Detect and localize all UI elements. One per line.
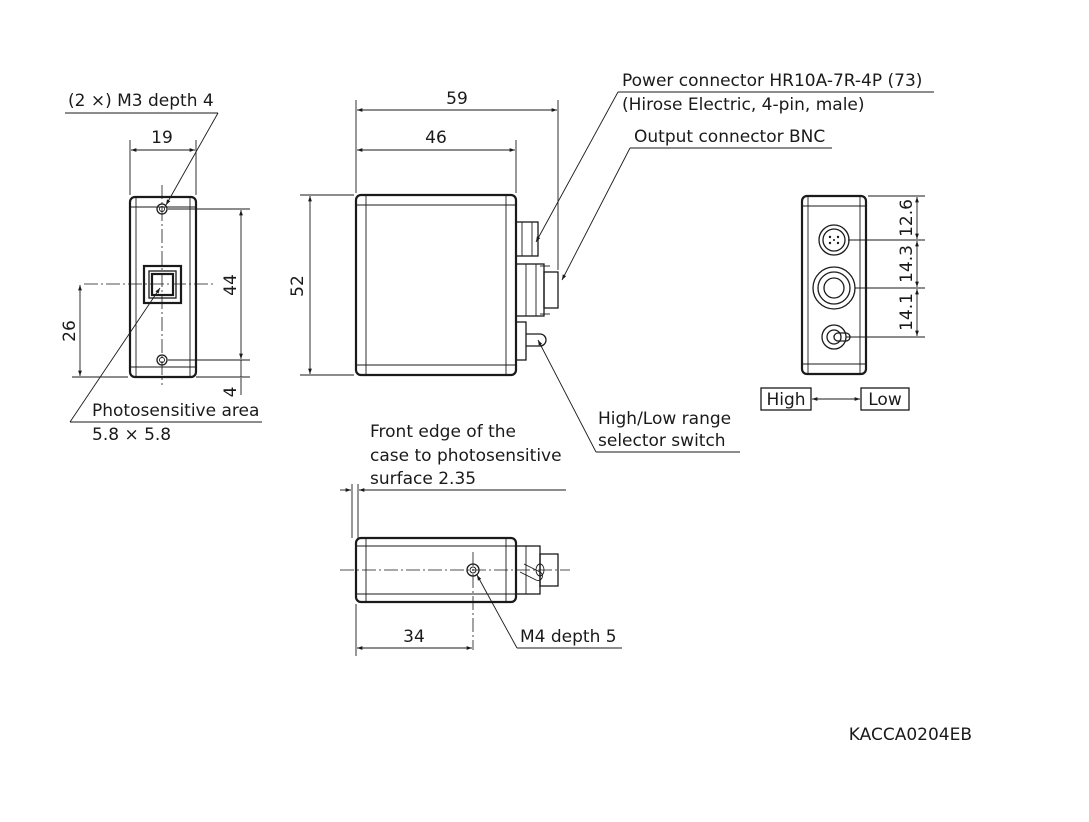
bnc-connector-face <box>812 266 856 310</box>
switch-low-box <box>860 387 910 411</box>
dim-front-hole-pitch-label: 44 <box>221 274 241 296</box>
dim-front-center-height-label: 26 <box>60 320 80 342</box>
label-m3-holes: (2 ×) M3 depth 4 <box>68 91 214 111</box>
dim-rear-3-label: 14.1 <box>897 293 917 331</box>
label-output-connector: Output connector BNC <box>634 127 825 147</box>
switch-low-label: Low <box>868 390 902 410</box>
bottom-view: Front edge of the case to photosensitive… <box>340 422 622 656</box>
photosensitive-window <box>142 264 183 305</box>
leader-range-switch: High/Low range selector switch <box>537 339 740 453</box>
dim-front-center-height: 26 <box>60 285 128 378</box>
label-range-switch-1: High/Low range <box>598 409 731 429</box>
side-body-outline <box>354 193 518 377</box>
switch-high-label: High <box>766 390 805 410</box>
label-front-edge-2: case to photosensitive <box>370 446 562 466</box>
label-power-connector-1: Power connector HR10A-7R-4P (73) <box>622 71 922 91</box>
dim-side-body-length: 46 <box>357 128 517 193</box>
switch-high-box <box>760 387 812 411</box>
dim-front-edge: Front edge of the case to photosensitive… <box>340 422 566 538</box>
rear-view: 12.6 14.3 14.1 High Low <box>760 194 925 411</box>
rear-body-outline <box>800 194 868 376</box>
bnc-connector-side <box>515 263 559 317</box>
dim-side-height: 52 <box>288 194 354 376</box>
label-front-edge-1: Front edge of the <box>370 422 516 442</box>
dim-rear-2-label: 14.3 <box>897 245 917 283</box>
dim-side-overall-length-label: 59 <box>446 89 468 109</box>
label-power-connector-2: (Hirose Electric, 4-pin, male) <box>622 95 865 115</box>
leader-output-connector: Output connector BNC <box>561 127 832 281</box>
dim-side-height-label: 52 <box>288 275 308 297</box>
dim-front-width-label: 19 <box>151 128 173 148</box>
drawing-code: KACCA0204EB <box>849 725 972 745</box>
label-photosensitive-area-2: 5.8 × 5.8 <box>92 425 171 445</box>
label-front-edge-3: surface 2.35 <box>370 469 476 489</box>
dim-side-body-length-label: 46 <box>425 128 447 148</box>
dim-bottom-hole-offset: 34 <box>355 604 472 656</box>
label-m4-hole: M4 depth 5 <box>520 627 617 647</box>
leader-m4-hole: M4 depth 5 <box>476 574 622 649</box>
dim-side-overall-length: 59 <box>355 89 559 270</box>
leader-photosensitive-area: Photosensitive area 5.8 × 5.8 <box>69 287 262 445</box>
power-connector-side <box>515 221 539 257</box>
dim-rear-1-label: 12.6 <box>897 199 917 237</box>
range-switch-side <box>515 321 547 361</box>
label-photosensitive-area-1: Photosensitive area <box>92 401 259 421</box>
dim-front-bottom-offset: 4 <box>196 360 250 397</box>
dim-bottom-hole-offset-label: 34 <box>403 627 425 647</box>
side-view: 59 46 52 Power connector HR10A-7R-4P (73… <box>288 71 934 453</box>
leader-m3-holes: (2 ×) M3 depth 4 <box>65 91 219 206</box>
front-view: 19 44 4 26 (2 ×) M3 depth 4 <box>60 91 262 445</box>
dim-front-bottom-offset-label: 4 <box>221 387 241 398</box>
switch-high-low-indicator: High Low <box>760 387 910 411</box>
label-range-switch-2: selector switch <box>598 431 726 451</box>
power-connector-face <box>818 224 850 256</box>
dim-front-hole-pitch: 44 <box>168 208 250 361</box>
dim-rear-1: 12.6 <box>897 197 919 239</box>
front-body-outline <box>128 195 198 379</box>
dim-front-width: 19 <box>129 128 197 195</box>
range-switch-face <box>821 324 851 350</box>
dim-rear-3: 14.1 <box>897 289 919 336</box>
dim-rear-2: 14.3 <box>897 241 919 287</box>
leader-power-connector: Power connector HR10A-7R-4P (73) (Hirose… <box>535 71 934 243</box>
